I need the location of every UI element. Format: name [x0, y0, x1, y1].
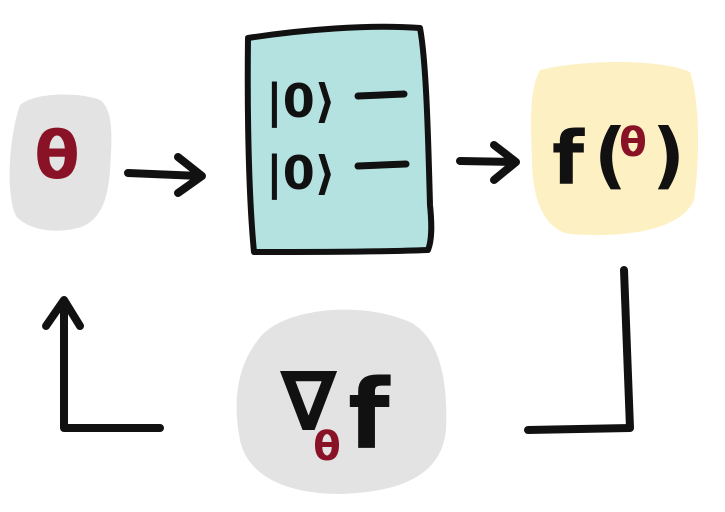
- circuit-box: [244, 23, 435, 255]
- theta-node-background: [9, 94, 112, 231]
- ket-label-1: |0⟩: [266, 74, 336, 129]
- circuit-node: |0⟩ |0⟩: [244, 23, 435, 255]
- connector-output-to-gradient: [524, 266, 634, 434]
- gradient-node: ∇ θ f: [236, 309, 447, 494]
- circuit-wire-2: |0⟩: [266, 146, 410, 201]
- wire-line-1: [354, 90, 408, 100]
- output-func: f: [552, 116, 585, 202]
- gradient-func: f: [348, 359, 391, 471]
- arrow-circuit-to-output: [456, 141, 520, 184]
- output-node: f ( θ ): [530, 62, 699, 236]
- wire-line-2: [354, 160, 410, 170]
- output-node-background: [530, 62, 699, 236]
- output-arg: θ: [619, 120, 646, 166]
- theta-node: θ: [9, 94, 112, 231]
- output-close-paren: ): [652, 113, 685, 197]
- circuit-wire-1: |0⟩: [266, 74, 408, 129]
- gradient-nabla: ∇: [280, 355, 338, 450]
- gradient-node-background: [236, 309, 447, 494]
- arrow-theta-to-circuit: [124, 153, 206, 197]
- connector-gradient-to-theta: [42, 296, 164, 432]
- theta-symbol: θ: [34, 117, 79, 194]
- output-open-paren: (: [594, 113, 627, 197]
- gradient-subscript: θ: [313, 424, 340, 470]
- ket-label-2: |0⟩: [266, 146, 336, 201]
